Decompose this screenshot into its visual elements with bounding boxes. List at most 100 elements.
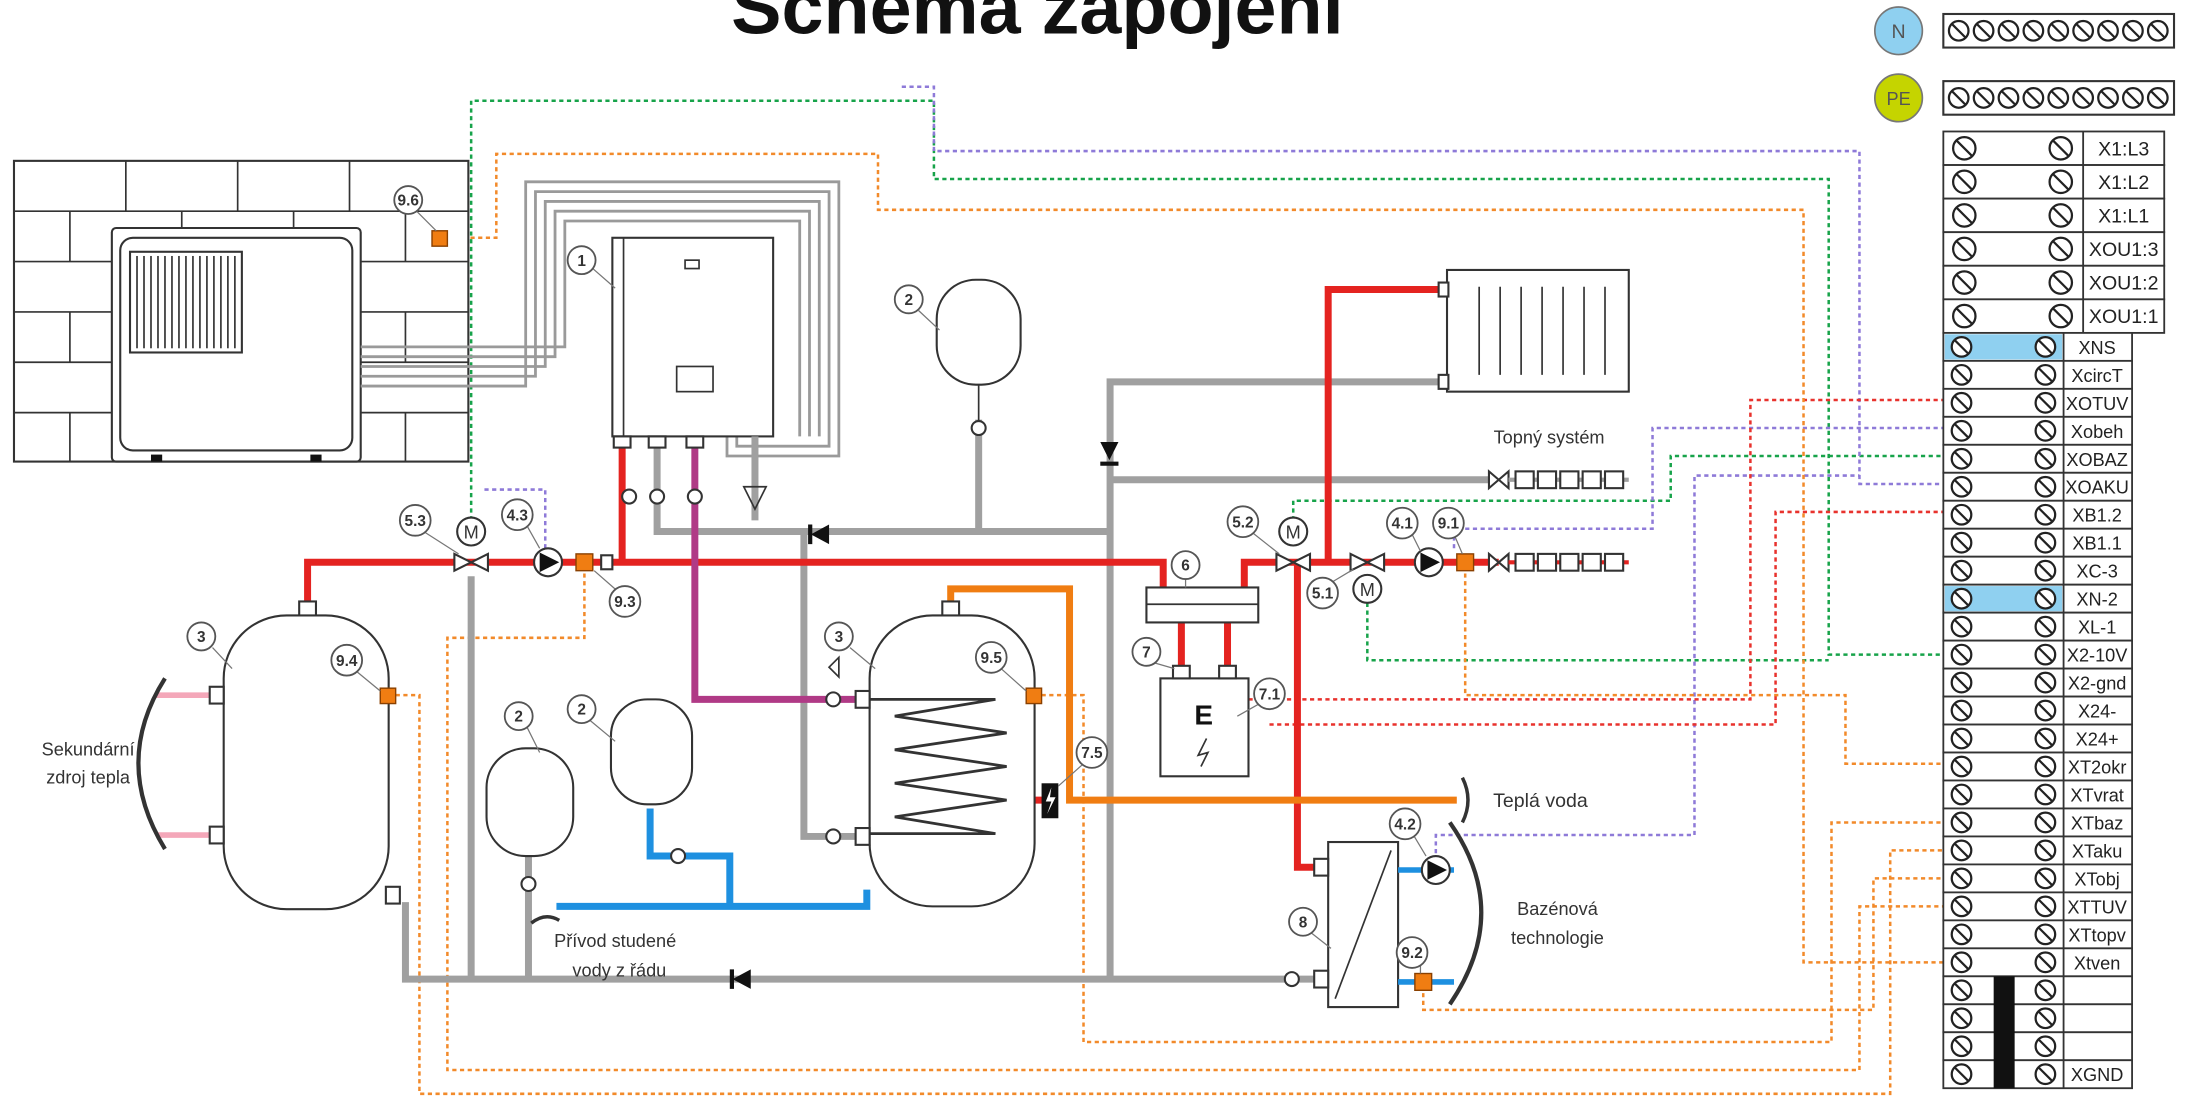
screw-slot xyxy=(1955,139,1973,157)
manifold-outlet xyxy=(1603,552,1625,572)
pipe-fitting xyxy=(1313,969,1330,989)
screw-icon xyxy=(1952,270,1977,295)
screw-slot xyxy=(2037,674,2054,691)
terminal-row: XN-2 xyxy=(1942,583,2133,614)
manifold-outlet xyxy=(1559,552,1580,572)
manifold-valve-icon xyxy=(1487,469,1510,491)
screw-icon xyxy=(2047,19,2070,42)
screw-icon xyxy=(1950,979,1973,1002)
screw-slot xyxy=(2000,23,2017,39)
terminal-label: X1:L3 xyxy=(2098,138,2149,160)
valve-actuator-icon xyxy=(1352,573,1383,604)
pool-temperature-sensor xyxy=(1414,972,1433,991)
terminal-row: XOU1:2 xyxy=(1942,264,2166,301)
refrigerant-line xyxy=(360,180,841,458)
circulation-pump-4-1 xyxy=(1413,547,1444,578)
screw-slot xyxy=(1953,618,1970,635)
pipe-fitting xyxy=(1171,664,1191,680)
lightning-icon xyxy=(1196,738,1210,767)
screw-slot xyxy=(1953,591,1970,607)
indoor-unit-logo-icon xyxy=(684,259,700,270)
label-6: 6 xyxy=(1170,550,1201,580)
terminal-row: X24+ xyxy=(1942,723,2133,754)
expansion-tank-body xyxy=(609,698,694,806)
screw-slot xyxy=(1953,674,1970,691)
screw-slot xyxy=(2075,23,2091,39)
terminal-label: XTbaz xyxy=(2071,813,2123,833)
shutoff-valve-icon xyxy=(649,488,666,505)
mixing-valve-icon xyxy=(1349,552,1386,573)
label-7-1: 7.1 xyxy=(1253,677,1286,711)
screw-slot xyxy=(1953,479,1970,495)
terminal-row: XTbaz xyxy=(1942,807,2133,838)
valve-actuator-icon xyxy=(456,516,487,547)
screw-icon xyxy=(1972,87,1995,109)
screw-slot xyxy=(2025,90,2042,106)
label-circle xyxy=(1170,550,1201,580)
screw-slot xyxy=(1953,646,1970,663)
terminal-row: XTvrat xyxy=(1942,779,2133,810)
label-2-cold: 2 xyxy=(566,694,597,725)
wire-red-xb1-2 xyxy=(1269,510,1944,726)
label-7: 7 xyxy=(1131,636,1162,667)
label-circle xyxy=(1226,505,1260,539)
screw-slot xyxy=(2037,507,2054,523)
terminal-label: XOU1:3 xyxy=(2089,239,2159,261)
label-number: 2 xyxy=(577,702,586,719)
label-number: 1 xyxy=(577,253,586,270)
screw-icon xyxy=(2034,447,2057,470)
screw-icon xyxy=(2034,699,2057,722)
screw-icon xyxy=(2034,1063,2057,1086)
refrigerant-line xyxy=(360,200,821,437)
terminal-label: XOU1:1 xyxy=(2089,306,2159,328)
manifold-outlet xyxy=(1536,552,1558,572)
screw-icon xyxy=(2034,923,2057,946)
screw-icon xyxy=(1950,867,1973,890)
screw-icon xyxy=(1950,447,1973,470)
screw-icon xyxy=(1972,19,1995,42)
heating-system-label: Topný systém xyxy=(1494,427,1605,447)
screw-slot xyxy=(2075,90,2091,106)
label-number: 9.3 xyxy=(614,594,635,611)
screw-slot xyxy=(2037,1066,2054,1082)
return-pipe-unit xyxy=(653,436,1113,536)
pump-arrow-icon xyxy=(1420,552,1441,573)
wire-orange-xtbaz xyxy=(1041,693,1944,1044)
shutoff-valve-icon xyxy=(1283,971,1300,988)
screw-icon xyxy=(2146,87,2169,109)
hot-water-tank-body xyxy=(868,614,1036,908)
screw-slot xyxy=(2037,814,2054,831)
terminal-row-frame xyxy=(1942,1031,2133,1062)
label-circle xyxy=(566,694,597,725)
refrigerant-line xyxy=(360,209,811,437)
label-circle xyxy=(1306,576,1339,610)
label-circle xyxy=(974,641,1008,674)
terminal-block: N PE X1:L3X1:L2X1:L1XOU1:3XOU1:2XOU1:1XN… xyxy=(1873,6,2176,1090)
terminal-label: XcircT xyxy=(2071,366,2122,386)
pipe-fitting xyxy=(647,435,667,449)
terminal-row: X1:L3 xyxy=(1942,130,2166,166)
terminal-label: X2-gnd xyxy=(2068,674,2127,694)
label-circle xyxy=(1395,936,1429,969)
terminal-label: XTTUV xyxy=(2067,897,2127,917)
label-number: 7.5 xyxy=(1081,745,1103,762)
screw-slot xyxy=(2037,954,2054,970)
label-4-1: 4.1 xyxy=(1385,506,1419,540)
mixing-valve-5-3: M xyxy=(453,516,489,573)
mixing-valve-icon xyxy=(453,552,489,573)
screw-icon xyxy=(2048,169,2074,195)
screw-slot xyxy=(1953,702,1970,719)
label-4-3: 4.3 xyxy=(501,498,534,532)
cold-water-label: vody z řádu xyxy=(572,960,666,980)
screw-icon xyxy=(2122,87,2144,109)
terminal-row-frame xyxy=(1942,1003,2133,1034)
terminal-label: Xtven xyxy=(2074,953,2120,973)
pipe-fitting xyxy=(208,825,225,845)
screw-icon xyxy=(2034,559,2057,582)
screw-icon xyxy=(2034,363,2057,386)
label-circle xyxy=(330,643,364,677)
screw-icon xyxy=(1997,19,2020,42)
label-number: 6 xyxy=(1181,558,1190,575)
manifold-valve-icon xyxy=(1487,551,1510,573)
terminal-label: XB1.1 xyxy=(2072,534,2121,554)
